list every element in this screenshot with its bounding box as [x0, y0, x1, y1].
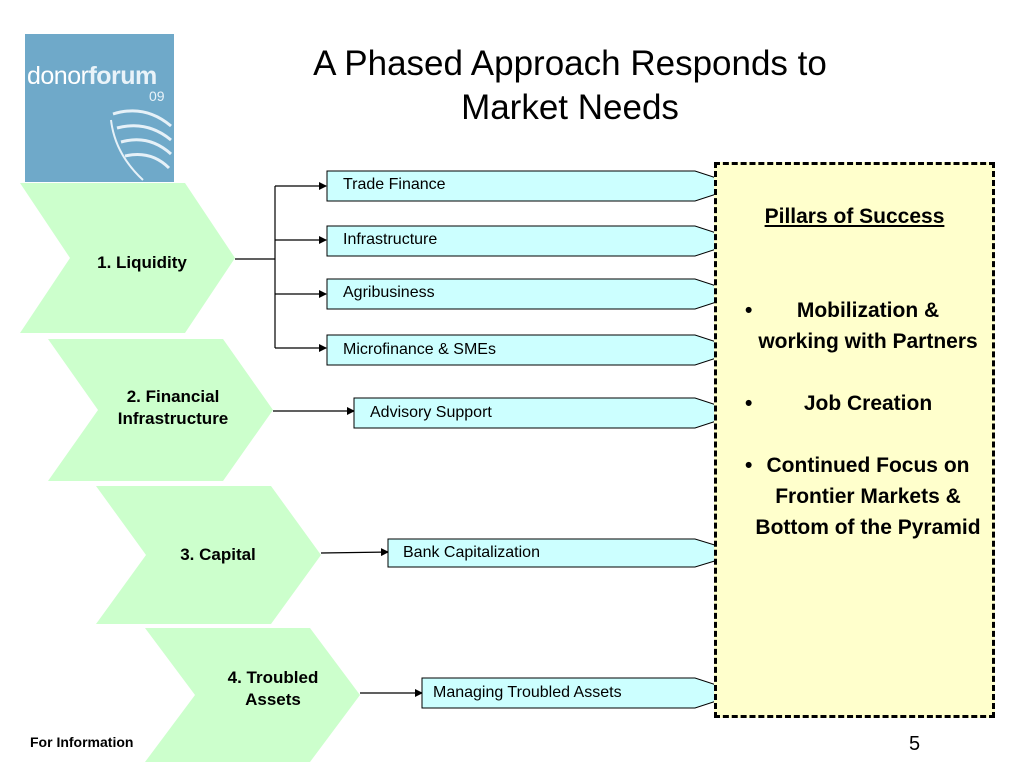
logo-wordmark: donorforum — [27, 62, 157, 90]
page-title-line-2: Market Needs — [461, 88, 679, 127]
phase-label-liquidity: 1. Liquidity — [97, 253, 187, 272]
pillars-of-success-box: Pillars of Success Mobilization & workin… — [714, 162, 995, 718]
pillar-item: Job Creation — [745, 388, 981, 419]
program-label-bank-capitalization: Bank Capitalization — [403, 544, 540, 561]
page-number: 5 — [909, 733, 921, 755]
phase-chevron-liquidity — [20, 183, 235, 333]
program-label-managing-troubled-assets: Managing Troubled Assets — [433, 684, 622, 701]
capital-connector — [320, 548, 389, 557]
page-title-line-1: A Phased Approach Responds to — [313, 44, 827, 83]
liquidity-connectors — [235, 182, 327, 352]
phase-chevron-troubled-assets — [145, 628, 360, 762]
program-label-microfinance: Microfinance & SMEs — [343, 341, 496, 358]
donorforum-logo: donorforum 09 — [25, 34, 174, 182]
phase-label-capital: 3. Capital — [180, 545, 256, 564]
phase-chevron-financial-infrastructure — [48, 339, 273, 481]
pillars-list: Mobilization & working with Partners Job… — [745, 295, 981, 574]
program-label-infrastructure: Infrastructure — [343, 231, 438, 248]
page-title: A Phased Approach Responds to Market Nee… — [250, 42, 890, 130]
logo-year: 09 — [149, 88, 165, 104]
program-label-trade-finance: Trade Finance — [343, 176, 446, 193]
program-label-advisory-support: Advisory Support — [370, 404, 492, 421]
pillar-item: Continued Focus on Frontier Markets & Bo… — [745, 450, 981, 543]
pillars-title: Pillars of Success — [764, 205, 945, 228]
footer-note: For Information — [30, 734, 134, 750]
logo-wing-graphic — [110, 109, 173, 181]
phase-label-financial-infrastructure: 2. Financial Infrastructure — [117, 387, 229, 428]
phase-label-troubled-assets: 4. Troubled Assets — [227, 668, 319, 709]
program-label-agribusiness: Agribusiness — [343, 284, 435, 301]
phase-chevron-capital — [96, 486, 321, 624]
pillar-item: Mobilization & working with Partners — [745, 295, 981, 357]
